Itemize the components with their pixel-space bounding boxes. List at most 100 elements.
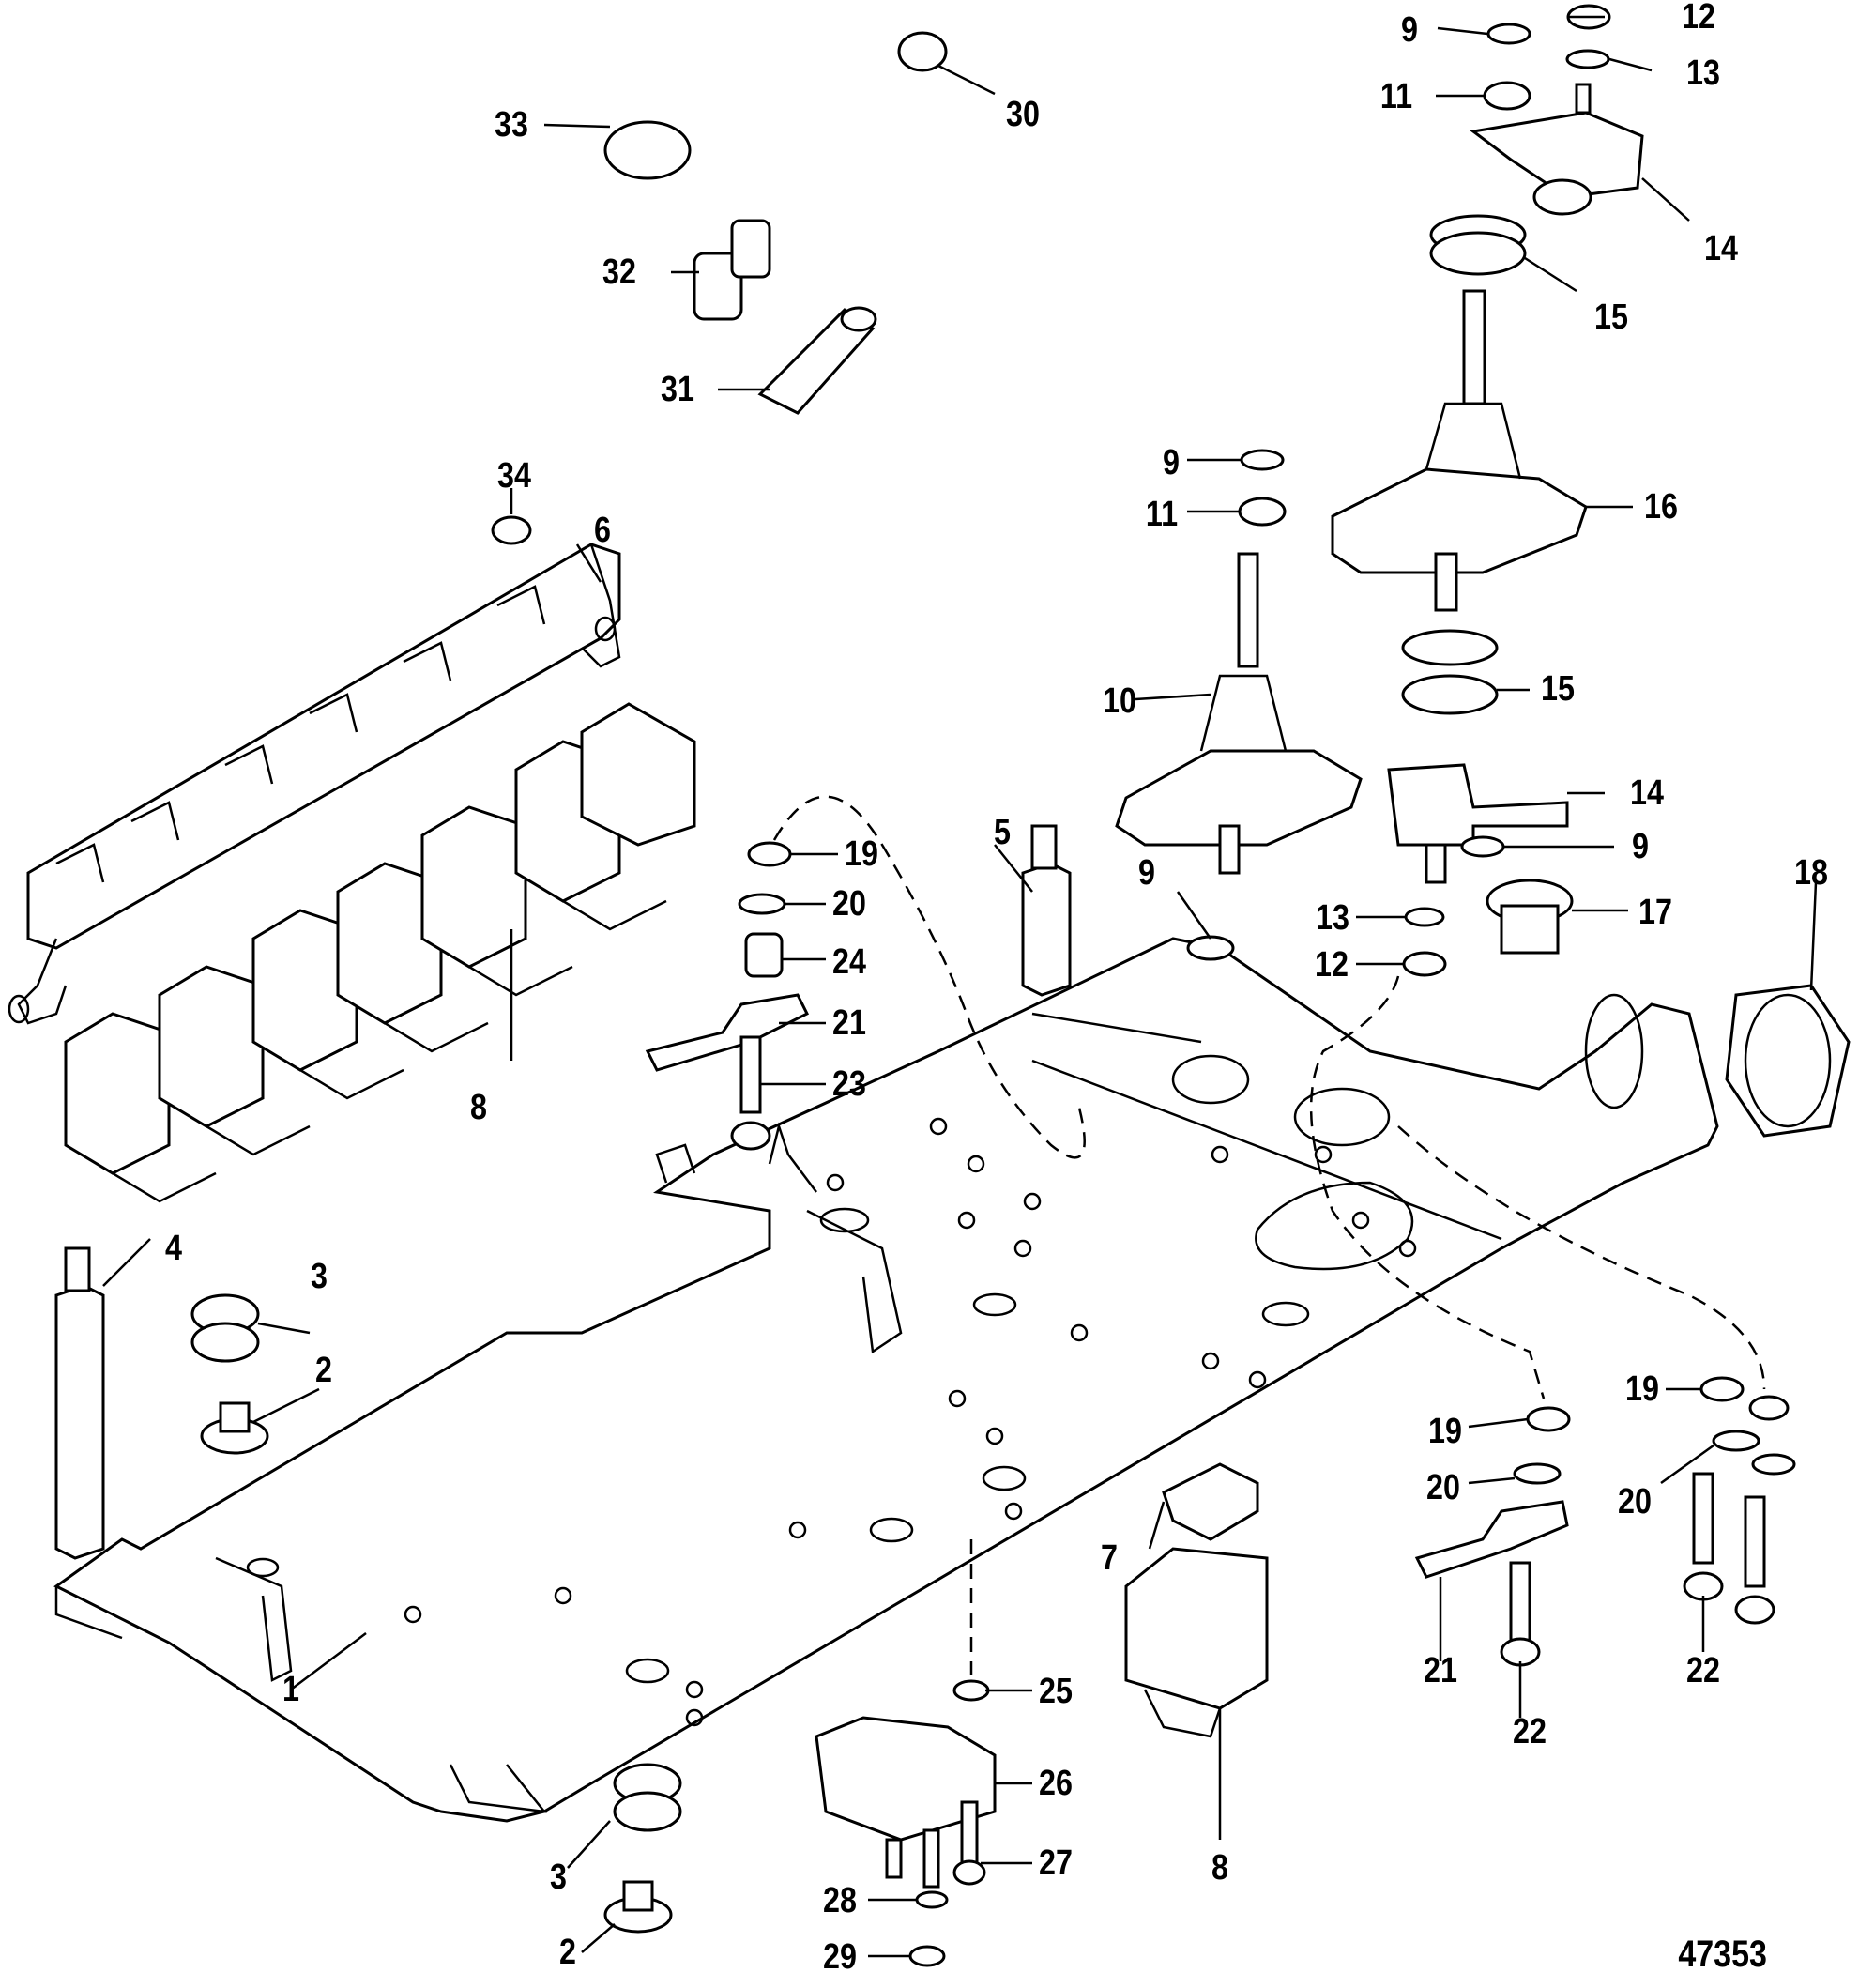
nut-29 (908, 1945, 946, 1967)
callout-19: 19 (1428, 1412, 1462, 1451)
plug-17 (1486, 879, 1574, 955)
callout-11: 11 (1145, 495, 1179, 534)
callout-16: 16 (1644, 487, 1678, 527)
callout-13: 13 (1686, 54, 1720, 93)
mounting-plate (53, 937, 1719, 1823)
callout-1: 1 (282, 1670, 299, 1709)
screw-34 (491, 515, 532, 545)
clamp-33 (603, 120, 692, 180)
standoff-short (1021, 824, 1072, 997)
callout-2: 2 (559, 1933, 576, 1972)
relay-connector (1162, 1462, 1259, 1541)
callout-32: 32 (602, 252, 636, 292)
relay-bank (64, 702, 696, 1203)
washer-15-lower (1401, 629, 1499, 715)
grommet-lower (613, 1763, 682, 1832)
callout-12: 12 (1315, 945, 1349, 985)
callout-18: 18 (1794, 853, 1828, 893)
washer-20-left (738, 893, 786, 915)
clamp-21-right (1414, 1500, 1569, 1579)
callout-20: 20 (832, 884, 866, 924)
washer-15-upper (1429, 214, 1527, 276)
washer-20-right-b (1712, 1430, 1796, 1476)
nut-19-right-a (1526, 1406, 1571, 1432)
locknut-18 (1725, 984, 1851, 1138)
washer-9-mid (1240, 449, 1285, 471)
nut-12-right (1402, 951, 1447, 977)
nut-19-right-b (1699, 1376, 1790, 1421)
washer-13-right (1404, 907, 1445, 927)
callout-13: 13 (1316, 898, 1349, 938)
callout-28: 28 (823, 1881, 857, 1920)
callout-21: 21 (1424, 1651, 1457, 1690)
clip-30 (897, 31, 948, 72)
callout-21: 21 (832, 1003, 866, 1043)
routing-line-right-a (1309, 975, 1546, 1399)
callout-9: 9 (1401, 10, 1418, 50)
callout-8: 8 (1211, 1848, 1228, 1888)
standoff-long (54, 1246, 105, 1560)
nut-11-mid (1238, 497, 1287, 527)
callout-33: 33 (495, 105, 528, 145)
washer-13-top (1565, 49, 1610, 69)
nut-25 (952, 1679, 990, 1702)
relay-single (1124, 1547, 1269, 1738)
washer-28 (915, 1890, 949, 1909)
callout-6: 6 (594, 511, 611, 550)
callout-2: 2 (315, 1351, 332, 1390)
sleeve-31 (757, 306, 877, 415)
callout-20: 20 (1618, 1482, 1652, 1522)
screw-lower (603, 1880, 673, 1934)
routing-line-right-b (1397, 1125, 1766, 1390)
callout-12: 12 (1682, 0, 1715, 37)
washer-9-top (1486, 23, 1531, 45)
callout-7: 7 (1101, 1538, 1118, 1578)
callout-3: 3 (311, 1257, 328, 1296)
callout-14: 14 (1704, 229, 1738, 268)
nut-11-top (1483, 81, 1531, 111)
callout-26: 26 (1039, 1764, 1073, 1803)
callout-25: 25 (1039, 1672, 1073, 1711)
clamp-21-left (645, 993, 810, 1072)
callout-34: 34 (497, 456, 531, 496)
routing-line-left (772, 795, 1086, 1159)
bolt-23 (730, 1035, 771, 1151)
callout-20: 20 (1426, 1468, 1460, 1507)
bolt-22-b (1683, 1472, 1775, 1625)
callout-9: 9 (1632, 827, 1649, 866)
callout-8: 8 (470, 1088, 487, 1127)
callout-10: 10 (1103, 681, 1136, 721)
callout-15: 15 (1541, 669, 1575, 709)
spacer-24 (744, 932, 784, 978)
stud-16 (1331, 289, 1588, 612)
callout-15: 15 (1594, 298, 1628, 337)
switch-26 (815, 1716, 997, 1889)
callout-14: 14 (1630, 773, 1664, 813)
callout-29: 29 (823, 1937, 857, 1977)
callout-19: 19 (845, 834, 878, 874)
sensor-14-upper (1470, 83, 1644, 216)
washer-9-plate (1186, 935, 1235, 961)
grommet-upper (190, 1293, 260, 1363)
callout-11: 11 (1379, 77, 1413, 116)
bolt-22-a (1500, 1561, 1541, 1667)
screw-upper (200, 1401, 269, 1455)
callout-9: 9 (1138, 853, 1155, 893)
callout-9: 9 (1163, 443, 1180, 482)
callout-4: 4 (165, 1229, 182, 1268)
washer-9-right (1460, 835, 1505, 858)
relay-bracket (8, 543, 621, 1025)
leader-lines (102, 15, 1818, 1958)
callout-24: 24 (832, 942, 866, 982)
sensor-14-lower (1387, 763, 1569, 884)
callout-27: 27 (1039, 1843, 1073, 1883)
callout-22: 22 (1513, 1712, 1547, 1751)
callout-31: 31 (661, 370, 694, 409)
figure-number: 47353 (1678, 1934, 1767, 1975)
callout-5: 5 (994, 813, 1011, 852)
callout-30: 30 (1006, 95, 1040, 134)
callout-19: 19 (1625, 1369, 1659, 1409)
connector-32 (693, 219, 771, 321)
nut-19-left (747, 841, 792, 867)
callout-3: 3 (550, 1858, 567, 1897)
